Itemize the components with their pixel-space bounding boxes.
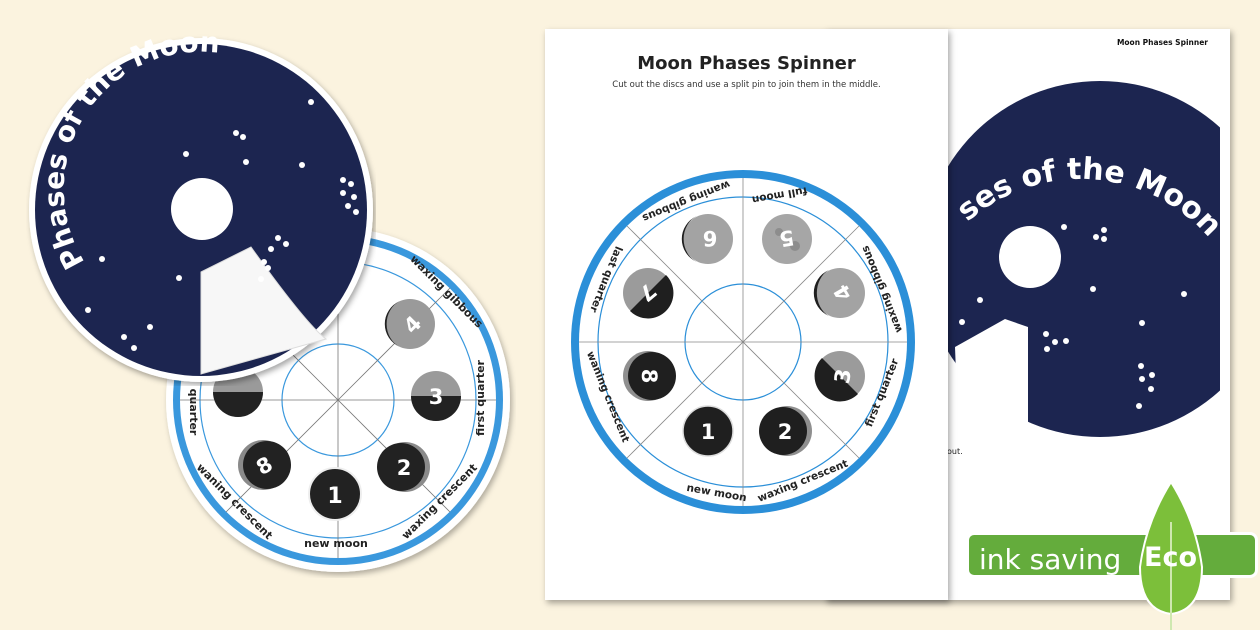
eco-badge: ink saving Eco <box>966 482 1258 630</box>
sheet-instructions: Cut out the discs and use a split pin to… <box>612 80 881 90</box>
star-dots <box>85 99 359 351</box>
eco-label: Eco <box>1144 542 1197 573</box>
left-moon-1: 1 <box>308 467 362 521</box>
svg-text:3: 3 <box>830 367 856 386</box>
left-label-new-moon: new moon <box>304 537 368 550</box>
front-moon-5: 5 <box>762 214 812 264</box>
front-moon-1: 1 <box>682 405 734 457</box>
front-moon-6: 6 <box>681 214 733 264</box>
eco-banner: ink saving <box>966 532 1258 578</box>
eco-leaf-icon <box>1138 482 1204 630</box>
svg-text:1: 1 <box>327 484 342 509</box>
back-dark-disc: ses of the Moon <box>922 81 1220 437</box>
left-label-first-quarter: first quarter <box>474 359 487 435</box>
svg-text:3: 3 <box>429 385 444 409</box>
back-disc-center-hole <box>999 226 1061 288</box>
back-sheet-header: Moon Phases Spinner <box>1116 38 1208 47</box>
front-moon-4: 4 <box>813 268 865 318</box>
svg-text:2: 2 <box>397 456 412 480</box>
back-sheet-partial-note: out. <box>947 447 963 456</box>
front-moon-3: 3 <box>814 351 865 402</box>
eco-ink-saving-text: ink saving <box>979 543 1122 576</box>
svg-text:5: 5 <box>778 225 797 251</box>
left-label-quarter-partial: quarter <box>187 389 200 436</box>
top-disc-window <box>200 246 328 375</box>
svg-text:1: 1 <box>701 420 716 444</box>
top-disc: Phases of the Moon <box>29 34 373 382</box>
left-moon-4: 4 <box>384 299 435 349</box>
left-moon-8: 8 <box>238 440 291 490</box>
sheet-title: Moon Phases Spinner <box>637 53 856 74</box>
front-moon-7: 7 <box>623 268 674 319</box>
svg-text:6: 6 <box>703 226 718 250</box>
front-moon-8: 8 <box>623 351 676 401</box>
back-disc-window <box>955 319 1028 424</box>
top-disc-center-hole <box>171 178 233 240</box>
svg-text:8: 8 <box>637 369 661 384</box>
front-sheet: Moon Phases Spinner Cut out the discs an… <box>545 29 948 600</box>
front-moon-2: 2 <box>759 406 812 456</box>
front-phase-wheel: 1 2 3 4 5 6 7 8 new moon waxing crescent… <box>571 170 915 514</box>
left-moon-2: 2 <box>377 442 430 492</box>
svg-text:2: 2 <box>778 420 793 444</box>
left-moon-3: 3 <box>411 371 461 421</box>
back-star-dots <box>959 224 1187 409</box>
